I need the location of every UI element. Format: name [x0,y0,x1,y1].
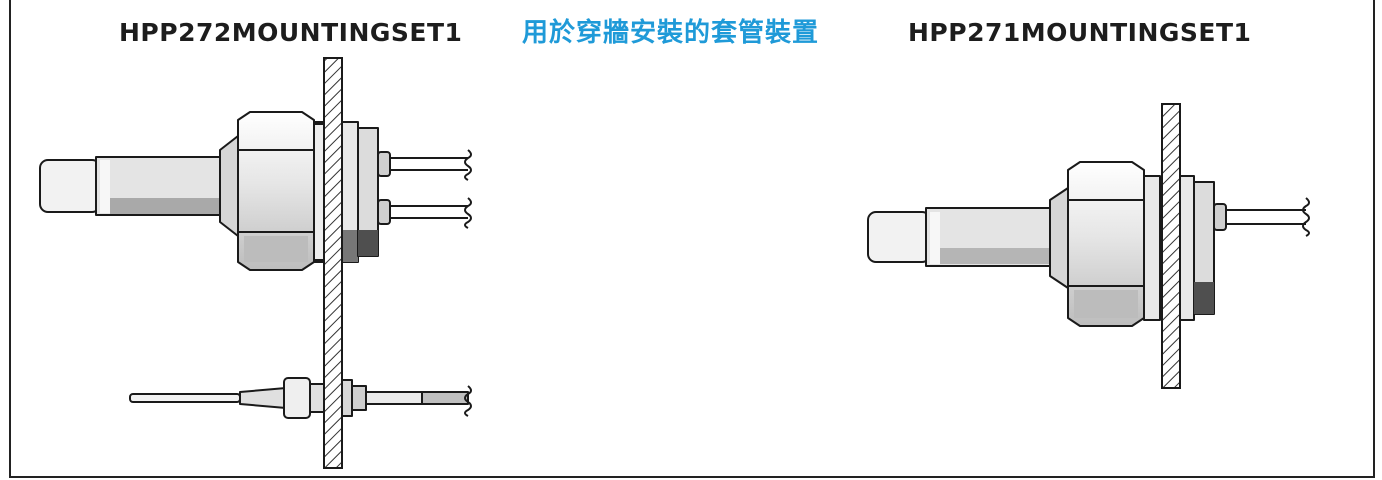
left-thin-gland [283,377,311,419]
right-cables [1226,209,1306,225]
center-caption: 用於穿牆安裝的套管裝置 [522,18,820,48]
left-model-label: HPP272MOUNTINGSET1 [119,18,463,47]
right-wall-section [1161,103,1181,389]
left-probe-tip [39,159,101,213]
figure-frame [9,0,1375,478]
left-upper-cables [390,157,468,219]
right-probe-tip [867,211,931,263]
right-probe-assembly [867,161,1306,327]
right-model-label: HPP271MOUNTINGSET1 [908,18,1252,47]
right-cable-breaks [1302,197,1310,237]
left-wall-section [323,57,343,469]
left-cable-breaks [464,149,472,229]
left-probe-assembly [39,111,468,271]
left-thin-probe-assembly [129,377,472,419]
